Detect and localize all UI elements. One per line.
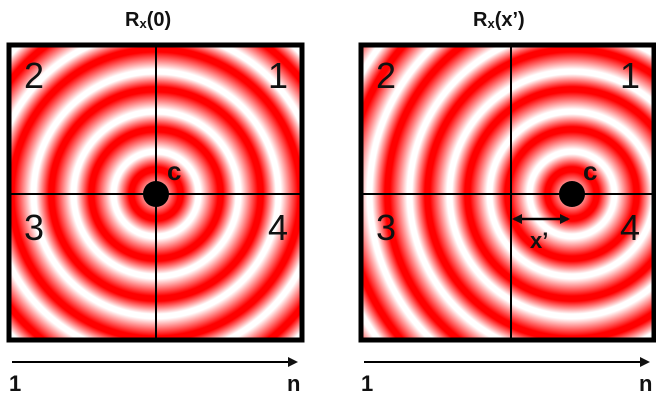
quadrant-label-1: 1 [620,55,640,96]
center-point-left [143,181,169,207]
panel-right-border [358,42,656,343]
quadrant-label-3: 3 [376,207,396,248]
quadrant-label-2: 2 [24,55,44,96]
axis-start-label-left: 1 [9,371,21,396]
panel-left: Rx(0) 2 1 3 4 c 1 n [6,9,305,396]
quadrant-label-4: 4 [268,207,288,248]
axis-end-label-right: n [639,371,652,396]
axis-end-label-left: n [287,371,300,396]
axis-start-label-right: 1 [361,371,373,396]
panel-right-title: Rx(x’) [473,9,525,31]
panel-left-title: Rx(0) [125,9,171,31]
ring-field-right [361,45,654,340]
center-point-right [559,181,585,207]
displacement-label: x’ [530,228,548,253]
quadrant-label-2: 2 [376,55,396,96]
quadrant-label-3: 3 [24,207,44,248]
center-label-right: c [583,156,597,186]
quadrant-label-1: 1 [268,55,288,96]
quadrant-label-4: 4 [620,207,640,248]
panel-right: Rx(x’) 2 1 3 4 c x’ 1 n [358,9,656,396]
center-label-left: c [167,156,181,186]
